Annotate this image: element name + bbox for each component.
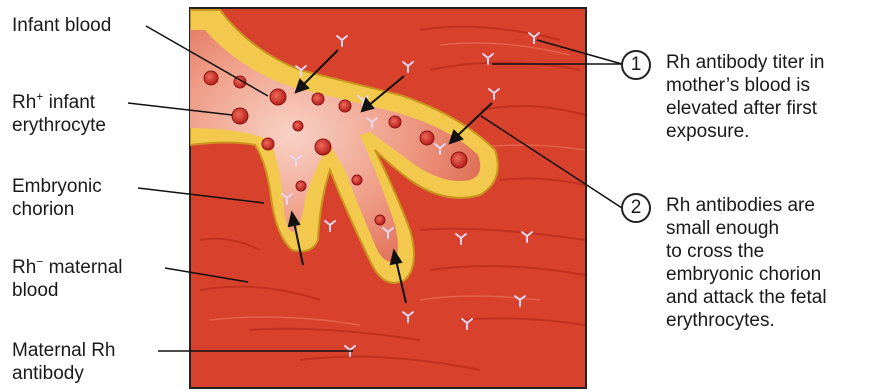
label-rh-positive-erythrocyte: Rh+ infant erythrocyte: [12, 91, 106, 137]
label-maternal-rh-antibody: Maternal Rh antibody: [12, 339, 116, 385]
step-line: erythrocytes.: [666, 309, 827, 332]
label-text: Maternal Rh: [12, 339, 116, 362]
label-embryonic-chorion: Embryonic chorion: [12, 175, 102, 221]
step-line: mother’s blood is: [666, 74, 824, 97]
label-text: chorion: [12, 198, 102, 221]
infant-erythrocyte: [312, 93, 324, 105]
label-text: antibody: [12, 362, 116, 385]
label-text: infant: [43, 92, 95, 113]
step-line: to cross the: [666, 240, 827, 263]
step-line: embryonic chorion: [666, 263, 827, 286]
step-2-number: 2: [621, 193, 651, 223]
infant-erythrocyte: [451, 152, 467, 168]
label-text: maternal: [43, 257, 122, 278]
infant-erythrocyte: [293, 121, 303, 131]
step-1-text: Rh antibody titer in mother’s blood is e…: [666, 51, 824, 143]
label-text: Rh: [12, 92, 36, 113]
label-text: erythrocyte: [12, 114, 106, 137]
infant-erythrocyte: [262, 138, 274, 150]
step-2-text: Rh antibodies are small enough to cross …: [666, 194, 827, 332]
infant-erythrocyte: [352, 175, 362, 185]
label-text: Infant blood: [12, 15, 111, 36]
label-infant-blood: Infant blood: [12, 14, 111, 37]
infant-erythrocyte: [232, 108, 248, 124]
infant-erythrocyte: [270, 89, 286, 105]
infant-erythrocyte: [339, 100, 351, 112]
label-text: blood: [12, 279, 123, 302]
infant-erythrocyte: [204, 71, 218, 85]
step-line: Rh antibody titer in: [666, 51, 824, 74]
infant-erythrocyte: [296, 181, 306, 191]
infant-erythrocyte: [375, 215, 385, 225]
step-line: Rh antibodies are: [666, 194, 827, 217]
step-line: small enough: [666, 217, 827, 240]
step-1-number: 1: [621, 50, 651, 80]
step-line: elevated after first: [666, 97, 824, 120]
infant-erythrocyte: [315, 139, 331, 155]
infant-erythrocyte: [420, 131, 434, 145]
label-text: Embryonic: [12, 175, 102, 198]
step-line: exposure.: [666, 120, 824, 143]
label-rh-negative-maternal-blood: Rh− maternal blood: [12, 256, 123, 302]
infant-erythrocyte: [389, 116, 401, 128]
step-line: and attack the fetal: [666, 286, 827, 309]
label-text: Rh: [12, 257, 36, 278]
